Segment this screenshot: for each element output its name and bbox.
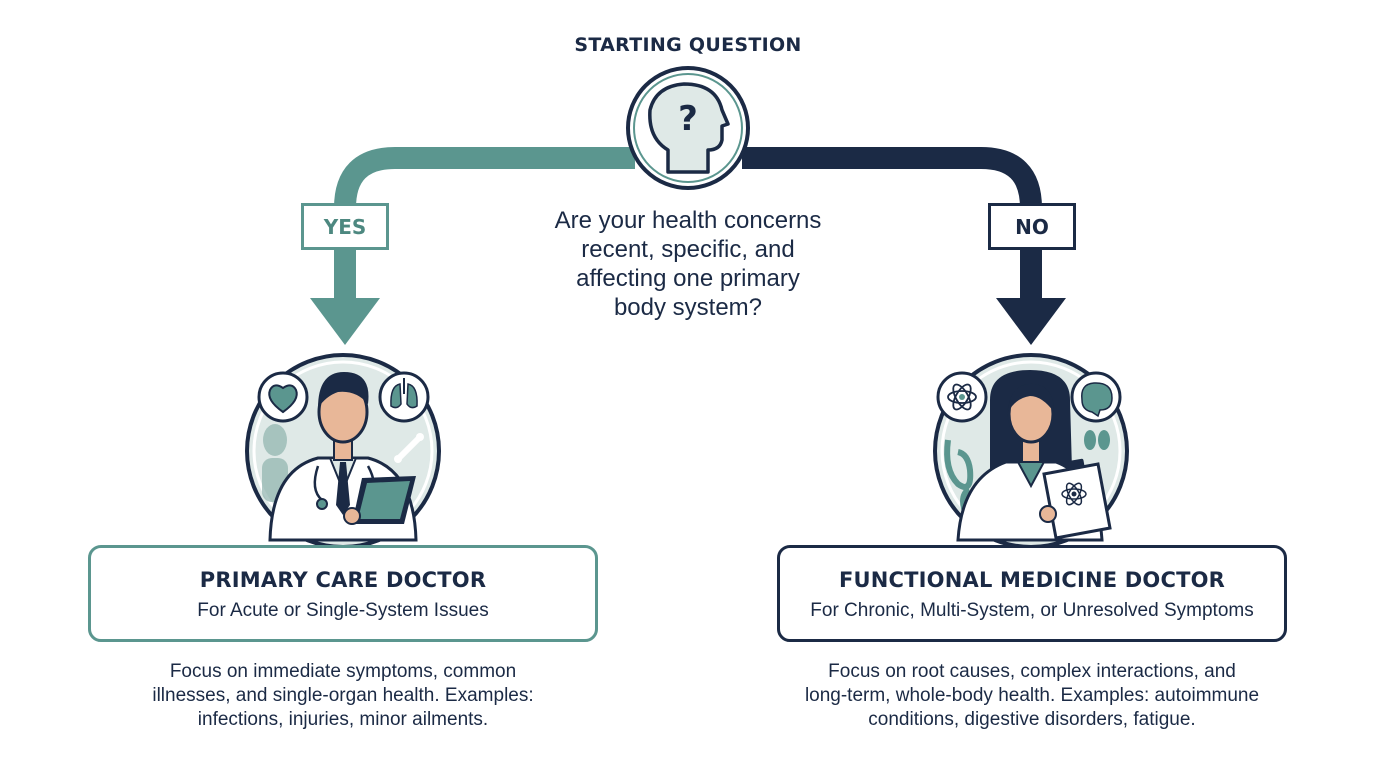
question-text: Are your health concerns recent, specifi… [528,206,848,322]
lungs-icon [378,371,430,423]
question-line: body system? [613,294,763,321]
description-line: Focus on root causes, complex interactio… [828,661,1236,682]
question-line: Are your health concerns [554,207,822,234]
question-line: affecting one primary [576,265,800,292]
primary-care-doctor-card: PRIMARY CARE DOCTOR For Acute or Single-… [88,545,598,642]
clipboard-icon [1039,458,1112,540]
starting-question-heading: STARTING QUESTION [574,34,802,56]
question-line: recent, specific, and [581,236,795,263]
description-line: illnesses, and single-organ health. Exam… [152,685,534,706]
no-label: NO [988,203,1076,250]
yes-label: YES [301,203,389,250]
kidneys-icon [1084,430,1110,450]
male-doctor-icon [268,372,418,542]
description-line: infections, injuries, minor ailments. [197,709,489,730]
primary-care-description: Focus on immediate symptoms, common illn… [118,660,568,732]
description-line: Focus on immediate symptoms, common [169,661,517,682]
functional-medicine-title: FUNCTIONAL MEDICINE DOCTOR [838,568,1226,592]
functional-medicine-subtitle: For Chronic, Multi-System, or Unresolved… [810,600,1254,621]
functional-medicine-doctor-card: FUNCTIONAL MEDICINE DOCTOR For Chronic, … [777,545,1287,642]
description-line: long-term, whole-body health. Examples: … [804,685,1260,706]
primary-care-subtitle: For Acute or Single-System Issues [197,600,489,621]
functional-medicine-description: Focus on root causes, complex interactio… [782,660,1282,732]
primary-care-title: PRIMARY CARE DOCTOR [199,568,487,592]
description-line: conditions, digestive disorders, fatigue… [868,709,1196,730]
brain-icon [1070,371,1122,423]
svg-text:?: ? [678,99,698,139]
atom-icon [936,371,988,423]
tablet-icon [343,476,416,525]
head-question-icon: ? [626,66,750,190]
heart-icon [257,371,309,423]
functional-medicine-doctor-illustration [933,353,1129,549]
primary-care-doctor-illustration [245,353,441,549]
bone-icon [394,433,424,463]
intestines-icon [944,439,974,490]
